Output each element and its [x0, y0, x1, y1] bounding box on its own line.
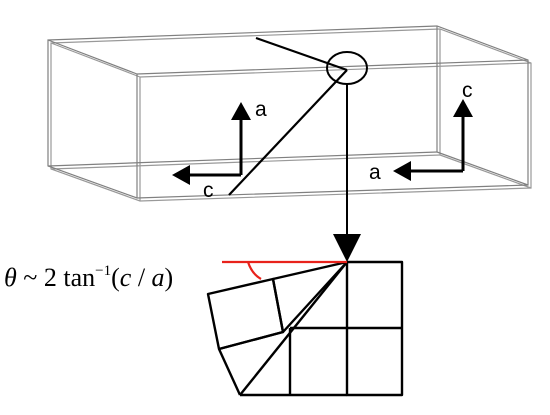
zoom-arrowhead	[333, 234, 361, 262]
kink-lower-line	[228, 69, 348, 196]
angle-marker	[222, 260, 347, 280]
box-edge-doubles	[50, 28, 532, 202]
lattice-tilted-cell-middle	[271, 260, 349, 334]
lattice-diagonal	[239, 261, 348, 396]
right-axis-indicator	[393, 99, 473, 181]
right-axis-a-label: a	[369, 161, 381, 184]
lattice-tilted-cell-upper	[206, 277, 285, 351]
lattice-tilted-lower	[217, 348, 242, 396]
box-wireframe	[47, 25, 532, 202]
angle-formula: θ ~ 2 tan−1(c / a)	[4, 263, 173, 292]
center-axis-indicator	[172, 102, 251, 185]
lattice-panel	[206, 260, 404, 397]
angle-arc	[246, 261, 262, 280]
kink-lines	[228, 36, 348, 196]
center-axis-a-label: a	[255, 98, 267, 121]
kink-highlight-circle	[326, 51, 368, 85]
right-axis-c-label: c	[462, 79, 473, 102]
center-axis-c-label: c	[203, 179, 214, 202]
kink-upper-line	[255, 36, 348, 72]
